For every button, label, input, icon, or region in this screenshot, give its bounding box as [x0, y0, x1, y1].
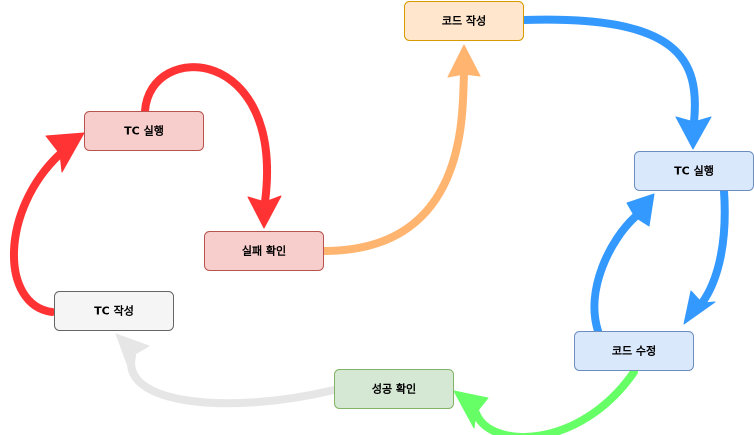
edge-line: [320, 70, 468, 255]
arrowhead-icon: [683, 290, 716, 325]
node-box: [84, 111, 204, 151]
node-code-fix: 코드 수정: [574, 331, 694, 371]
node-tc-write: TC 작성: [54, 291, 174, 331]
edge-success-check-to-tc-write: [115, 333, 338, 408]
arrowhead-icon: [675, 116, 712, 150]
edge-line: [472, 368, 638, 435]
node-box: [404, 1, 524, 41]
edge-line: [141, 63, 271, 206]
arrowhead-icon: [45, 132, 85, 173]
edge-tc-write-to-tc-run-left: [10, 132, 85, 316]
arrowhead-icon: [115, 333, 150, 373]
node-label: TC 실행: [674, 164, 714, 178]
node-box: [54, 291, 174, 331]
node-label: 코드 작성: [442, 14, 486, 28]
node-box: [334, 369, 454, 409]
edge-code-fix-to-tc-run-right: [590, 193, 655, 335]
edge-line: [590, 213, 639, 335]
edge-tc-run-right-to-code-fix: [683, 187, 729, 325]
node-code-write: 코드 작성: [404, 1, 524, 41]
edge-line: [520, 15, 699, 126]
node-tc-run-right: TC 실행: [634, 151, 754, 191]
edge-tc-run-left-to-fail-check: [141, 63, 282, 229]
arrowhead-icon: [453, 390, 489, 429]
edge-line: [10, 150, 64, 316]
edge-code-fix-to-success-check: [453, 368, 638, 435]
node-label: 실패 확인: [242, 244, 286, 258]
edges-layer: [10, 15, 729, 435]
node-tc-run-left: TC 실행: [84, 111, 204, 151]
node-box: [574, 331, 694, 371]
node-label: 성공 확인: [372, 382, 416, 396]
node-label: TC 작성: [94, 304, 134, 318]
node-label: 코드 수정: [612, 344, 656, 358]
edge-code-write-to-tc-run-right: [520, 15, 712, 150]
edge-line: [698, 187, 729, 307]
arrowhead-icon: [626, 193, 655, 227]
node-fail-check: 실패 확인: [204, 231, 324, 271]
edge-fail-check-to-code-write: [320, 44, 481, 255]
node-label: TC 실행: [124, 124, 164, 138]
edge-line: [127, 352, 338, 408]
arrowhead-icon: [447, 44, 481, 78]
arrowhead-icon: [247, 195, 282, 229]
node-box: [204, 231, 324, 271]
node-success-check: 성공 확인: [334, 369, 454, 409]
